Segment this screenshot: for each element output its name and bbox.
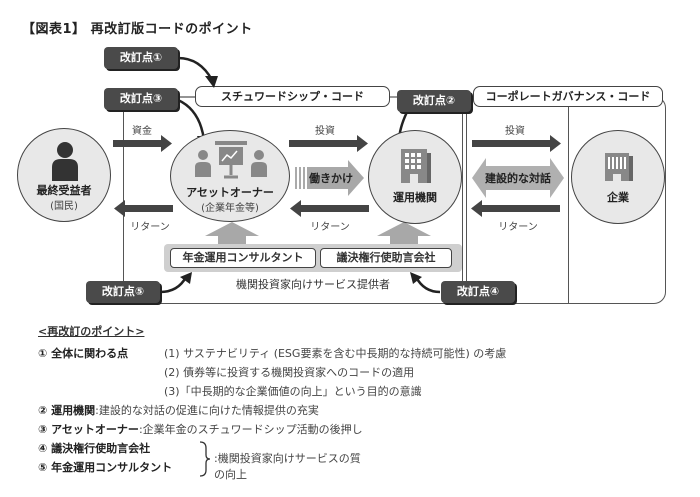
point-2-text: :建設的な対話の促進に向けた情報提供の充実 (95, 404, 319, 417)
point-4-5-text: :機関投資家向けサービスの質の向上 (214, 452, 361, 481)
point-5-label: ⑤ 年金運用コンサルタント (38, 461, 173, 474)
figure-title: 【図表1】 再改訂版コードのポイント (22, 22, 253, 37)
proxy-advisor-box: 議決権行使助言会社 (320, 248, 452, 268)
arrow-return2-head (290, 200, 301, 217)
point-1-item-1: (1) サステナビリティ (ESG要素を含む中長期的な持続可能性) の考慮 (164, 347, 507, 360)
governance-code-label: コーポレートガバナンス・コード (473, 86, 663, 107)
flow-label-engage: 働きかけ (309, 172, 353, 185)
beneficiary-sub: (国民) (50, 201, 78, 212)
brace-icon (199, 441, 211, 477)
revision-badge-3: 改訂点③ (104, 88, 178, 110)
point-1-item-2: (2) 債券等に投資する機関投資家へのコードの適用 (164, 366, 415, 379)
beneficiary-circle: 最終受益者 (国民) (17, 128, 111, 222)
arrow-invest2-head (550, 135, 561, 152)
arrow-dialogue (472, 158, 564, 198)
company-building-icon (605, 153, 633, 181)
company-label: 企業 (607, 191, 629, 204)
point-3-text: :企業年金のスチュワードシップ活動の後押し (138, 423, 363, 436)
revision-badge-5: 改訂点⑤ (86, 281, 160, 303)
arrow-return3-head (471, 200, 482, 217)
asset-owner-circle: アセットオーナー (企業年金等) (170, 130, 290, 222)
arrow-r1-head (205, 76, 218, 88)
point-4-label: ④ 議決権行使助言会社 (38, 442, 151, 455)
office-building-icon (401, 149, 431, 183)
consultant-box: 年金運用コンサルタント (170, 248, 316, 268)
flow-label-funds: 資金 (132, 126, 152, 137)
asset-manager-circle: 運用機関 (368, 130, 462, 224)
flow-label-dialogue: 建設的な対話 (485, 172, 551, 185)
flow-label-invest2: 投資 (505, 126, 525, 137)
flow-label-invest1: 投資 (315, 126, 335, 137)
flow-label-return3: リターン (498, 222, 538, 233)
flow-label-return2: リターン (310, 222, 350, 233)
revision-badge-1: 改訂点① (104, 47, 178, 69)
stewardship-frame (123, 96, 463, 304)
beneficiary-label: 最終受益者 (36, 184, 92, 197)
point-1-item-3: (3)「中長期的な企業価値の向上」という目的の意識 (164, 385, 422, 398)
presentation-icon (195, 141, 267, 179)
arrow-up-proxy (377, 222, 431, 246)
arrow-r4 (414, 276, 441, 294)
revision-badge-2: 改訂点② (397, 90, 471, 112)
arrow-r5 (159, 276, 188, 294)
points-heading: <再改訂のポイント> (38, 325, 145, 338)
asset-owner-label: アセットオーナー (186, 186, 274, 199)
point-2-label: ② 運用機関 (38, 404, 96, 417)
arrow-invest1-body (289, 140, 357, 147)
point-1-label: ① 全体に関わる点 (38, 347, 129, 360)
arrow-return2-body (301, 205, 369, 212)
arrow-return1-body (125, 205, 173, 212)
arrow-funds-head (161, 135, 172, 152)
arrow-engage (307, 160, 364, 196)
arrow-r3 (177, 98, 206, 141)
arrow-up-consultant (205, 222, 259, 246)
revision-badge-4: 改訂点④ (441, 281, 515, 303)
point-3-label: ③ アセットオーナー (38, 423, 139, 436)
arrow-funds-body (113, 140, 161, 147)
person-icon (52, 142, 78, 181)
flow-label-return1: リターン (130, 222, 170, 233)
service-provider-caption: 機関投資家向けサービス提供者 (236, 278, 390, 291)
arrow-r4-head (410, 272, 422, 284)
arrow-return3-body (482, 205, 560, 212)
arrow-return1-head (114, 200, 125, 217)
arrow-invest1-head (357, 135, 368, 152)
arrow-invest2-body (472, 140, 550, 147)
stewardship-code-label: スチュワードシップ・コード (195, 86, 390, 107)
company-circle: 企業 (571, 130, 665, 224)
asset-owner-sub: (企業年金等) (201, 203, 259, 214)
arrow-r5-head (180, 272, 192, 284)
divider-line (568, 107, 570, 303)
asset-manager-label: 運用機関 (393, 191, 437, 204)
revision-points: <再改訂のポイント> ① 全体に関わる点 (1) サステナビリティ (ESG要素… (38, 322, 506, 481)
